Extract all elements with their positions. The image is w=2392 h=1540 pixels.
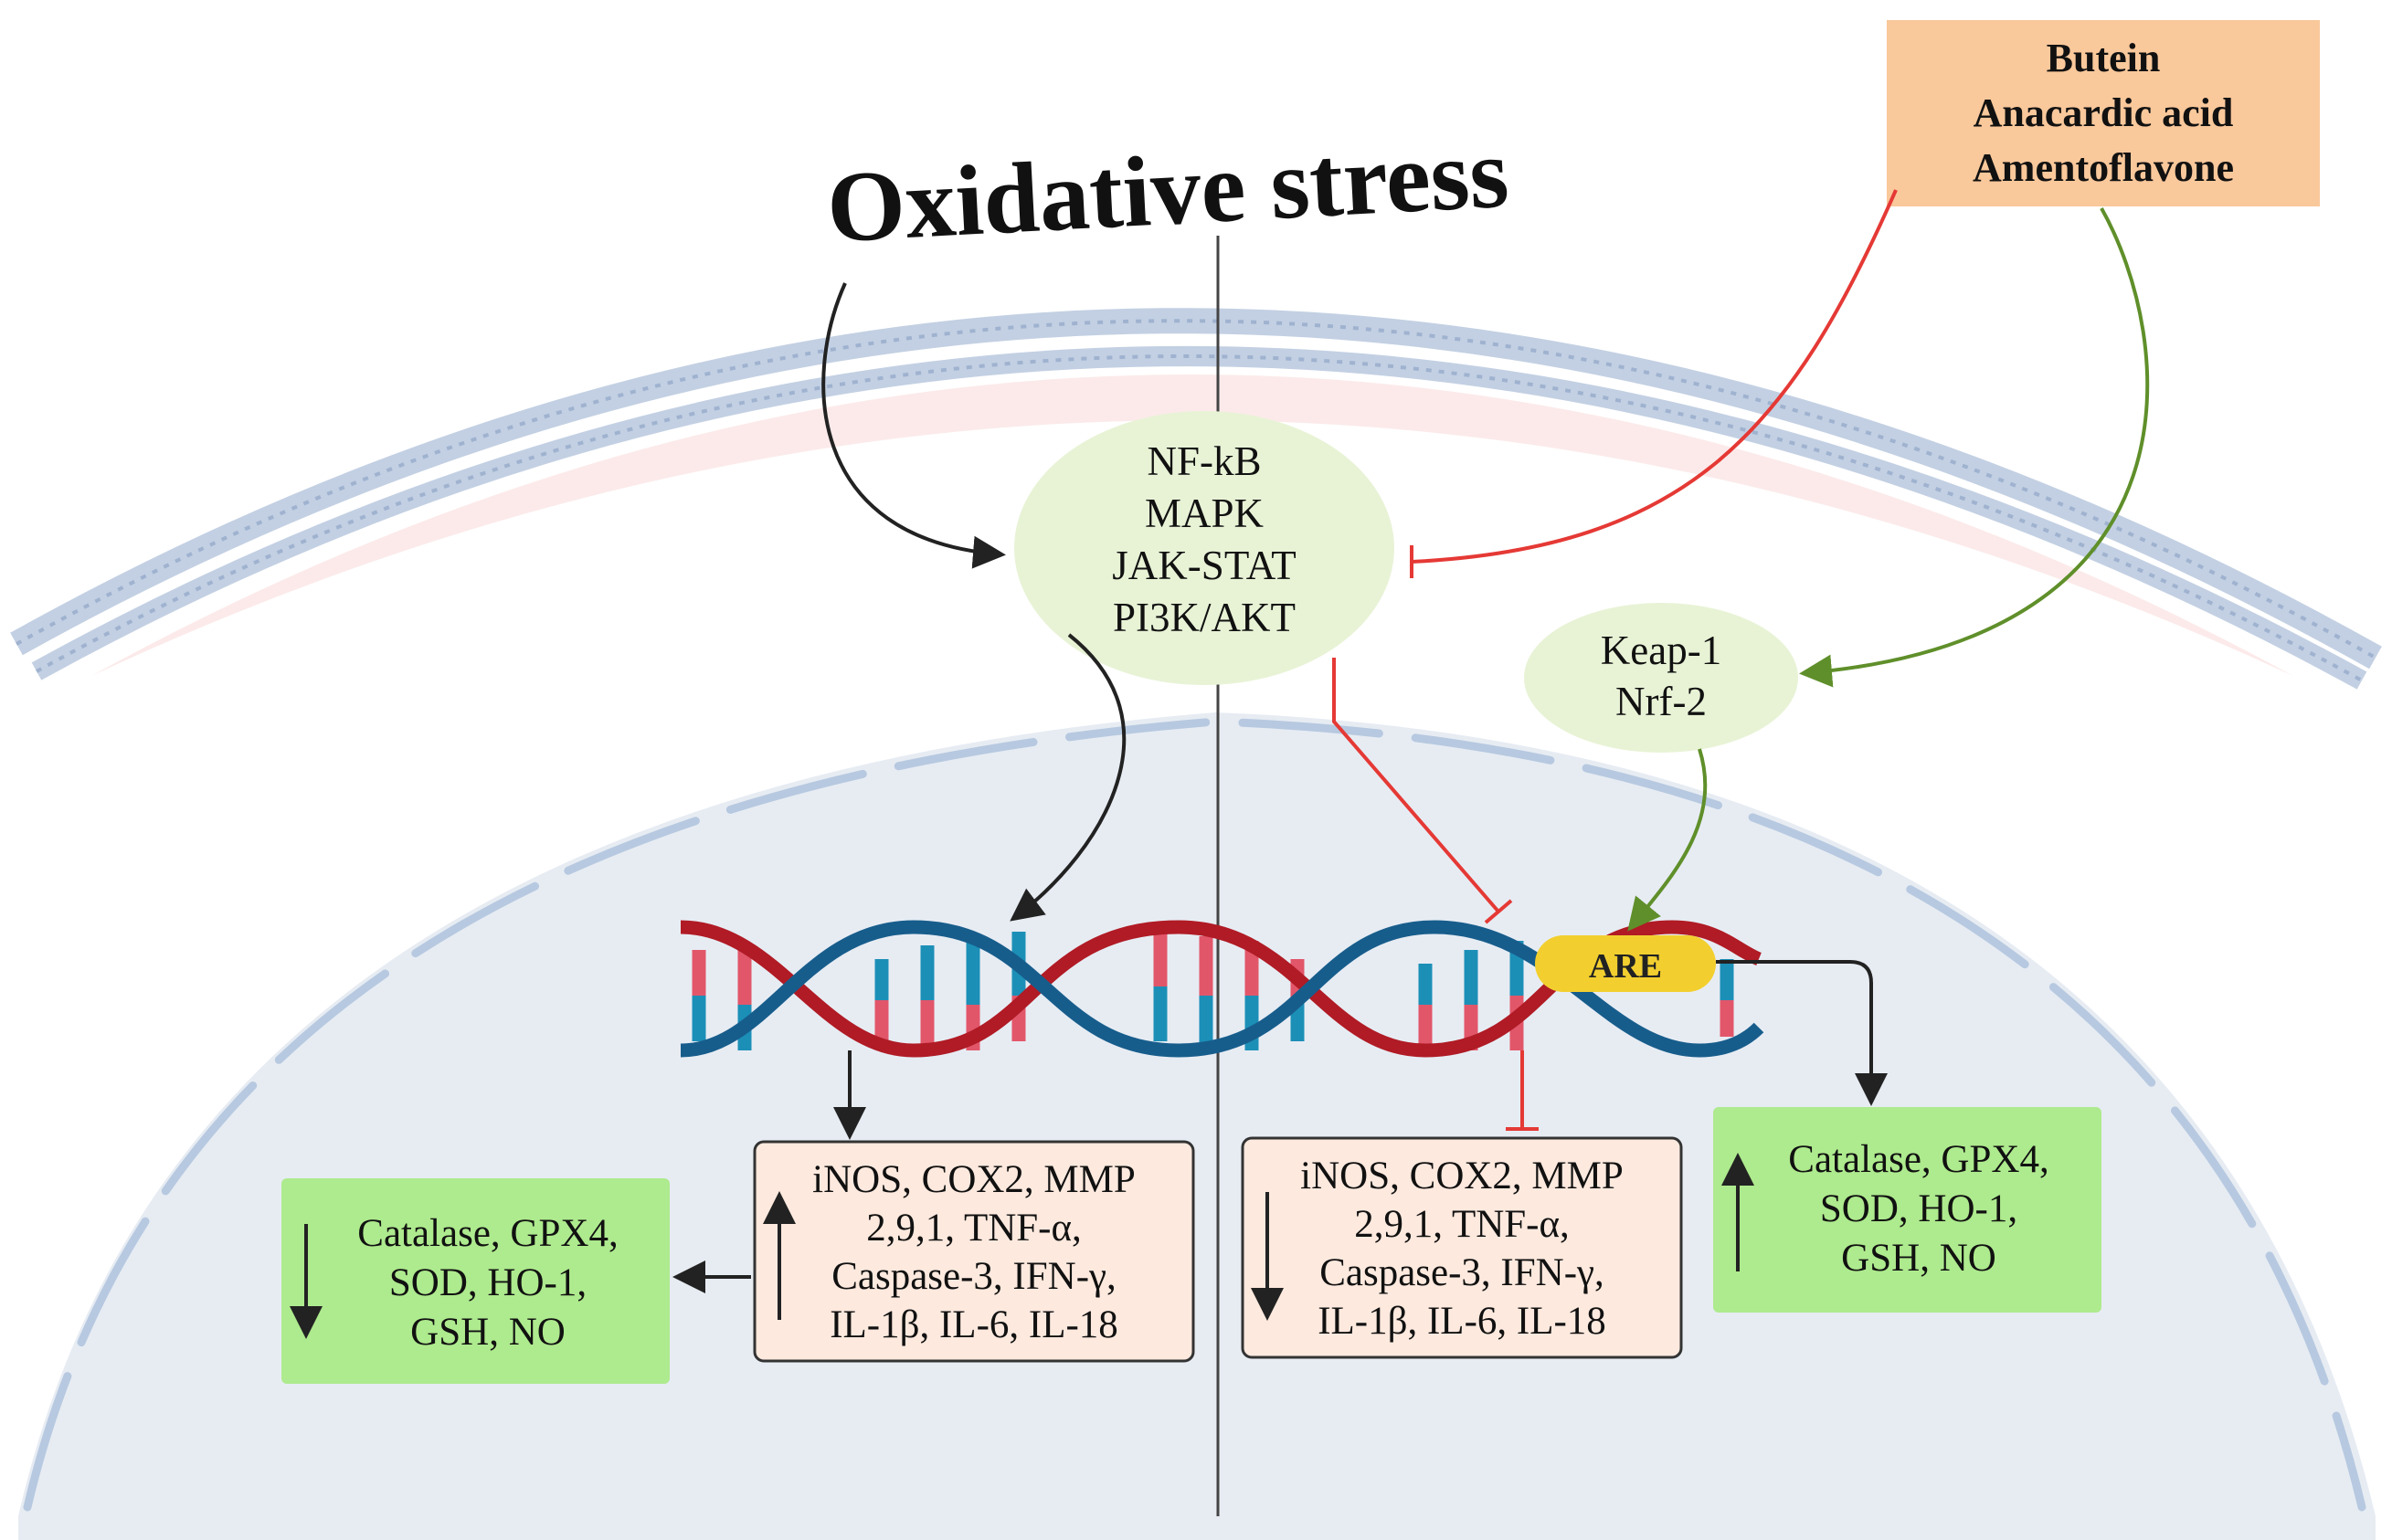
antioxidant-line-1: Catalase, GPX4, — [1788, 1138, 2048, 1181]
signaling-pathways-ellipse: NF-kB MAPK JAK-STAT PI3K/AKT — [1014, 411, 1394, 685]
compound-amentoflavone: Amentoflavone — [1973, 145, 2234, 190]
marker-line-3: Caspase-3, IFN-γ, — [831, 1255, 1117, 1298]
marker-line-1: iNOS, COX2, MMP — [812, 1158, 1136, 1201]
dna-helix — [680, 920, 1764, 1058]
antioxidant-line-3: GSH, NO — [1841, 1237, 1996, 1280]
inflammatory-markers-down-box: iNOS, COX2, MMP 2,9,1, TNF-α, Caspase-3,… — [1241, 1136, 1683, 1359]
arrow-stress-to-pathways — [821, 282, 1006, 569]
antioxidants-down-box: Catalase, GPX4, SOD, HO-1, GSH, NO — [281, 1178, 670, 1384]
arrow-keap-to-are — [1627, 748, 1708, 932]
compound-anacardic-acid: Anacardic acid — [1974, 90, 2234, 135]
marker-line-4: IL-1β, IL-6, IL-18 — [830, 1303, 1118, 1346]
antioxidant-line-3: GSH, NO — [410, 1311, 566, 1354]
antioxidants-up-box: Catalase, GPX4, SOD, HO-1, GSH, NO — [1713, 1107, 2101, 1313]
antioxidant-line-1: Catalase, GPX4, — [357, 1212, 618, 1255]
diagram-title: Oxidative stress — [824, 117, 1511, 264]
marker-line-3: Caspase-3, IFN-γ, — [1319, 1251, 1604, 1294]
keap1-nrf2-ellipse: Keap-1 Nrf-2 — [1524, 603, 1798, 753]
arrow-pathways-to-dna — [1010, 633, 1127, 922]
antioxidant-line-2: SOD, HO-1, — [1820, 1187, 2017, 1230]
arrow-are-to-antioxidants — [1716, 960, 1888, 1106]
marker-line-2: 2,9,1, TNF-α, — [866, 1207, 1082, 1250]
inhibit-pathways-to-dna — [1332, 658, 1513, 924]
inhibit-dna-to-markers — [1506, 1050, 1539, 1131]
pathway-pi3k-akt: PI3K/AKT — [1113, 595, 1296, 640]
keap1-label: Keap-1 — [1601, 628, 1721, 673]
cytoplasm-band — [91, 374, 2293, 676]
compound-butein: Butein — [2047, 36, 2161, 80]
arrow-compounds-to-keap — [1799, 207, 2150, 688]
nrf2-label: Nrf-2 — [1615, 679, 1707, 724]
nuclear-envelope — [23, 717, 2366, 1512]
inflammatory-markers-up-box: iNOS, COX2, MMP 2,9,1, TNF-α, Caspase-3,… — [753, 1140, 1195, 1363]
pathway-jak-stat: JAK-STAT — [1112, 543, 1296, 588]
are-label: ARE — [1589, 947, 1662, 986]
cell-membrane — [10, 308, 2382, 690]
pathway-nfkb: NF-kB — [1147, 438, 1261, 484]
pathway-mapk: MAPK — [1145, 490, 1265, 536]
antioxidant-line-2: SOD, HO-1, — [389, 1261, 587, 1304]
marker-line-4: IL-1β, IL-6, IL-18 — [1318, 1300, 1606, 1343]
inhibit-compounds-to-pathways — [1410, 189, 1898, 578]
inhibitor-compounds-box: Butein Anacardic acid Amentoflavone — [1887, 20, 2320, 206]
marker-line-2: 2,9,1, TNF-α, — [1354, 1203, 1570, 1246]
marker-line-1: iNOS, COX2, MMP — [1300, 1155, 1624, 1197]
are-element: ARE — [1535, 935, 1716, 992]
